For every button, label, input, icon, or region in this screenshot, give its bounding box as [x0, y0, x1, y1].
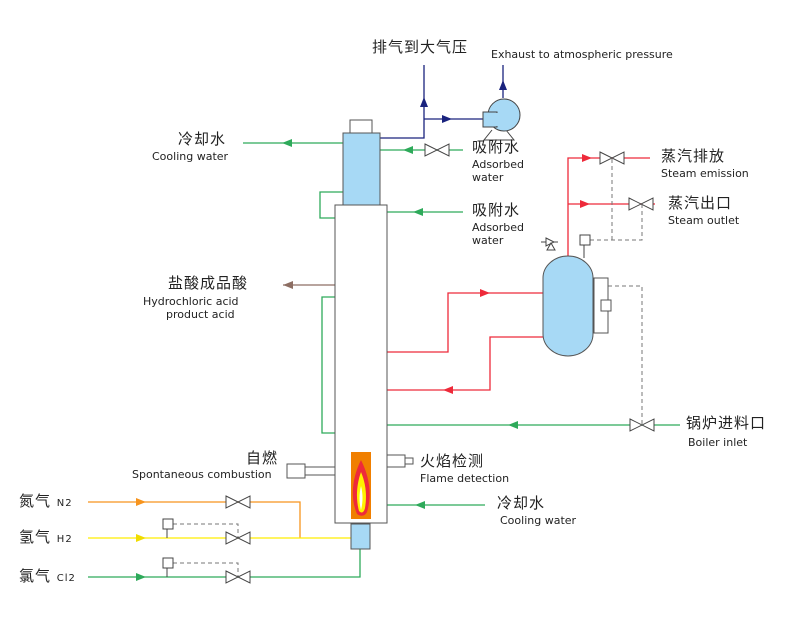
exhaust-label-en: Exhaust to atmospheric pressure	[491, 48, 673, 61]
steam-emission-label-zh: 蒸汽排放	[661, 147, 726, 165]
cooling-out-label-zh: 冷却水	[178, 130, 227, 148]
steam-emission-label-en: Steam emission	[661, 167, 749, 180]
cooler-section	[342, 132, 381, 206]
cooling-in-label-en: Cooling water	[500, 514, 577, 527]
adsorbed2-label-en1: Adsorbed	[472, 221, 525, 234]
adsorbed1-label-zh: 吸附水	[472, 138, 521, 156]
flame-detection-label-zh: 火焰检测	[420, 452, 485, 470]
flame-detector	[386, 454, 406, 468]
spontaneous-label-en: Spontaneous combustion	[132, 468, 272, 481]
valves[interactable]	[225, 143, 655, 584]
h2-formula: H2	[56, 534, 73, 545]
exhaust-label-zh: 排气到大气压	[372, 38, 469, 56]
hcl-label-en2: product acid	[166, 308, 235, 321]
burner	[350, 523, 371, 550]
column-cap	[349, 119, 373, 134]
adsorbed2-label-zh: 吸附水	[472, 201, 521, 219]
boiler-inlet-label-en: Boiler inlet	[688, 436, 748, 449]
waste-heat-boiler	[542, 255, 594, 357]
cl2-label-zh: 氯气	[19, 567, 52, 585]
exhaust-arrows	[420, 80, 507, 123]
boiler-inlet-label-zh: 锅炉进料口	[686, 414, 767, 432]
cooling-out-label-en: Cooling water	[152, 150, 229, 163]
igniter	[286, 463, 306, 479]
cooling-in-label-zh: 冷却水	[497, 494, 546, 512]
h2-label-zh: 氢气	[19, 528, 52, 546]
spontaneous-label-zh: 自燃	[246, 449, 279, 467]
n2-label: 氮气 N2	[19, 492, 73, 510]
n2-label-zh: 氮气	[19, 492, 52, 510]
adsorbed2-label-en2: water	[472, 234, 504, 247]
water-arrows	[136, 139, 518, 581]
pump	[482, 98, 521, 141]
steam-arrows	[443, 154, 592, 394]
adsorbed1-label-en1: Adsorbed	[472, 158, 525, 171]
h2-label: 氢气 H2	[19, 528, 73, 546]
flame-detection-label-en: Flame detection	[420, 472, 510, 485]
steam-outlet-label-en: Steam outlet	[668, 214, 740, 227]
adsorbed1-label-en2: water	[472, 171, 504, 184]
n2-formula: N2	[56, 498, 73, 509]
hcl-label-zh: 盐酸成品酸	[168, 274, 249, 292]
hcl-label-en1: Hydrochloric acid	[143, 295, 239, 308]
control-lines	[173, 158, 643, 577]
cl2-label: 氯气 Cl2	[19, 567, 76, 585]
control-boxes	[162, 234, 591, 577]
relief-valve	[541, 237, 558, 251]
steam-lines	[387, 157, 655, 391]
cl2-formula: Cl2	[56, 573, 76, 584]
steam-outlet-label-zh: 蒸汽出口	[668, 194, 733, 212]
